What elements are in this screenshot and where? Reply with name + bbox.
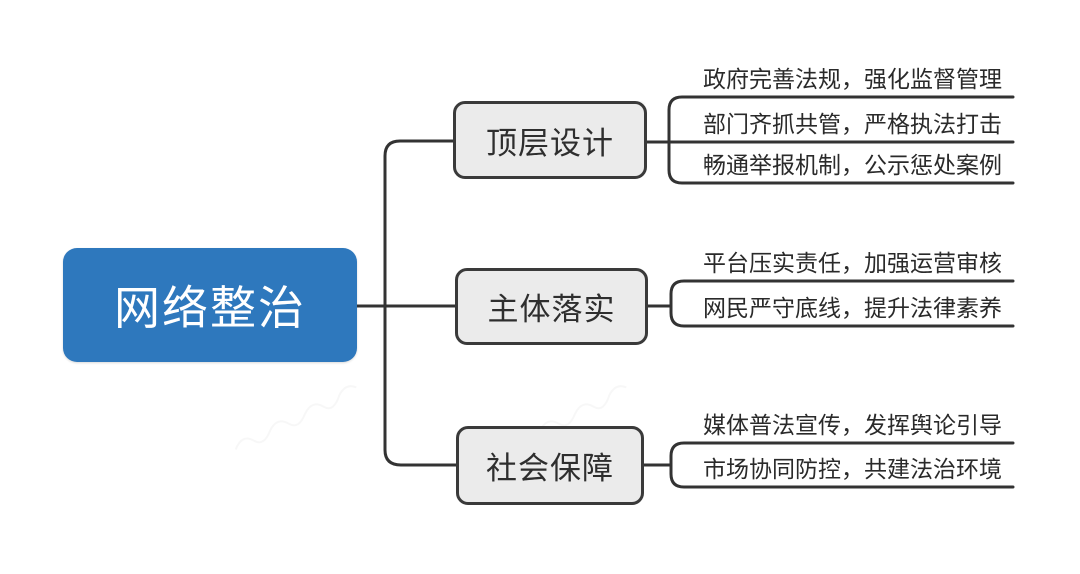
branch-node-label: 社会保障 [486, 451, 614, 486]
connector-branch-2-bracket [669, 279, 1015, 328]
leaf-node[interactable]: 畅通举报机制，公示惩处案例 [703, 152, 1002, 178]
branch-node-label: 顶层设计 [486, 125, 614, 161]
leaf-node[interactable]: 政府完善法规，强化监督管理 [703, 66, 1002, 92]
root-node-label: 网络整治 [114, 282, 306, 334]
connector-branch-1-bracket [667, 95, 1015, 185]
branch-node-label: 主体落实 [487, 292, 616, 327]
leaf-node[interactable]: 部门齐抓共管，严格执法打击 [703, 111, 1002, 137]
root-node-network-rectification[interactable]: 网络整治 [63, 248, 357, 362]
branch-node-top-level-design[interactable]: 顶层设计 [453, 101, 647, 179]
leaf-node[interactable]: 平台压实责任，加强运营审核 [703, 250, 1002, 276]
connector-root-to-branch-1 [383, 139, 455, 308]
branch-node-subject-implementation[interactable]: 主体落实 [455, 268, 648, 345]
leaf-node[interactable]: 媒体普法宣传，发挥舆论引导 [703, 412, 1002, 438]
connector-root-to-branch-3 [383, 304, 458, 467]
connector-branch-3-bracket [669, 441, 1015, 489]
leaf-node[interactable]: 网民严守底线，提升法律素养 [703, 295, 1002, 321]
branch-node-social-safeguard[interactable]: 社会保障 [456, 426, 644, 505]
leaf-node[interactable]: 市场协同防控，共建法治环境 [703, 456, 1002, 482]
